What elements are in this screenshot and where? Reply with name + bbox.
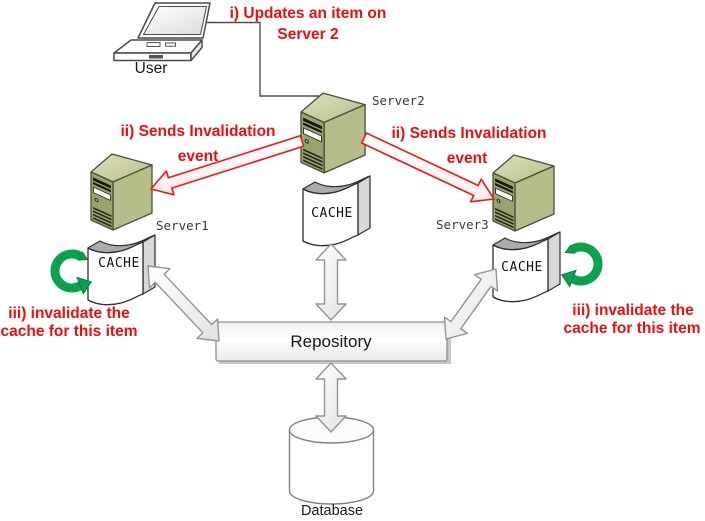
step2-right-annotation-line1: ii) Sends Invalidation	[391, 125, 547, 142]
step1-annotation-line1: i) Updates an item on	[229, 5, 387, 22]
step3-left-annotation-line2: cache for this item	[0, 323, 138, 340]
step2-right-annotation-line2: event	[446, 150, 488, 167]
server1-icon	[90, 153, 153, 231]
server3-icon	[492, 154, 555, 232]
invalidation-arrow-to-server1	[150, 135, 305, 196]
cache-middle-label: CACHE	[311, 206, 353, 221]
invalidate-cache-arrow-left	[55, 252, 92, 293]
invalidation-arrow-to-server3	[360, 132, 495, 203]
database-label: Database	[300, 503, 364, 519]
server3-label: Server3	[436, 217, 489, 232]
server1-label: Server1	[156, 218, 209, 233]
step3-right-annotation-line2: cache for this item	[563, 320, 701, 337]
cache-right-label: CACHE	[501, 260, 543, 275]
cache-middle-repository-arrow	[315, 243, 347, 321]
server2-label: Server2	[372, 93, 425, 108]
repository-label: Repository	[290, 332, 372, 351]
invalidate-cache-arrow-right	[562, 245, 599, 286]
user-label: User	[134, 60, 168, 77]
cache-left-repository-arrow	[147, 265, 220, 342]
server2-icon	[300, 92, 366, 174]
cache-right-repository-arrow	[443, 268, 499, 340]
cache-left-label: CACHE	[98, 256, 140, 271]
step2-left-annotation-line2: event	[177, 148, 219, 165]
step1-annotation-line2: Server 2	[277, 26, 339, 43]
step3-left-annotation-line1: iii) invalidate the	[8, 305, 130, 322]
repository-database-arrow	[315, 362, 347, 433]
step2-left-annotation-line1: ii) Sends Invalidation	[120, 123, 276, 140]
step3-right-annotation-line1: iii) invalidate the	[572, 302, 694, 319]
repository-box	[215, 321, 451, 364]
user-to-server2-connector	[207, 21, 320, 97]
laptop-icon	[113, 2, 211, 62]
